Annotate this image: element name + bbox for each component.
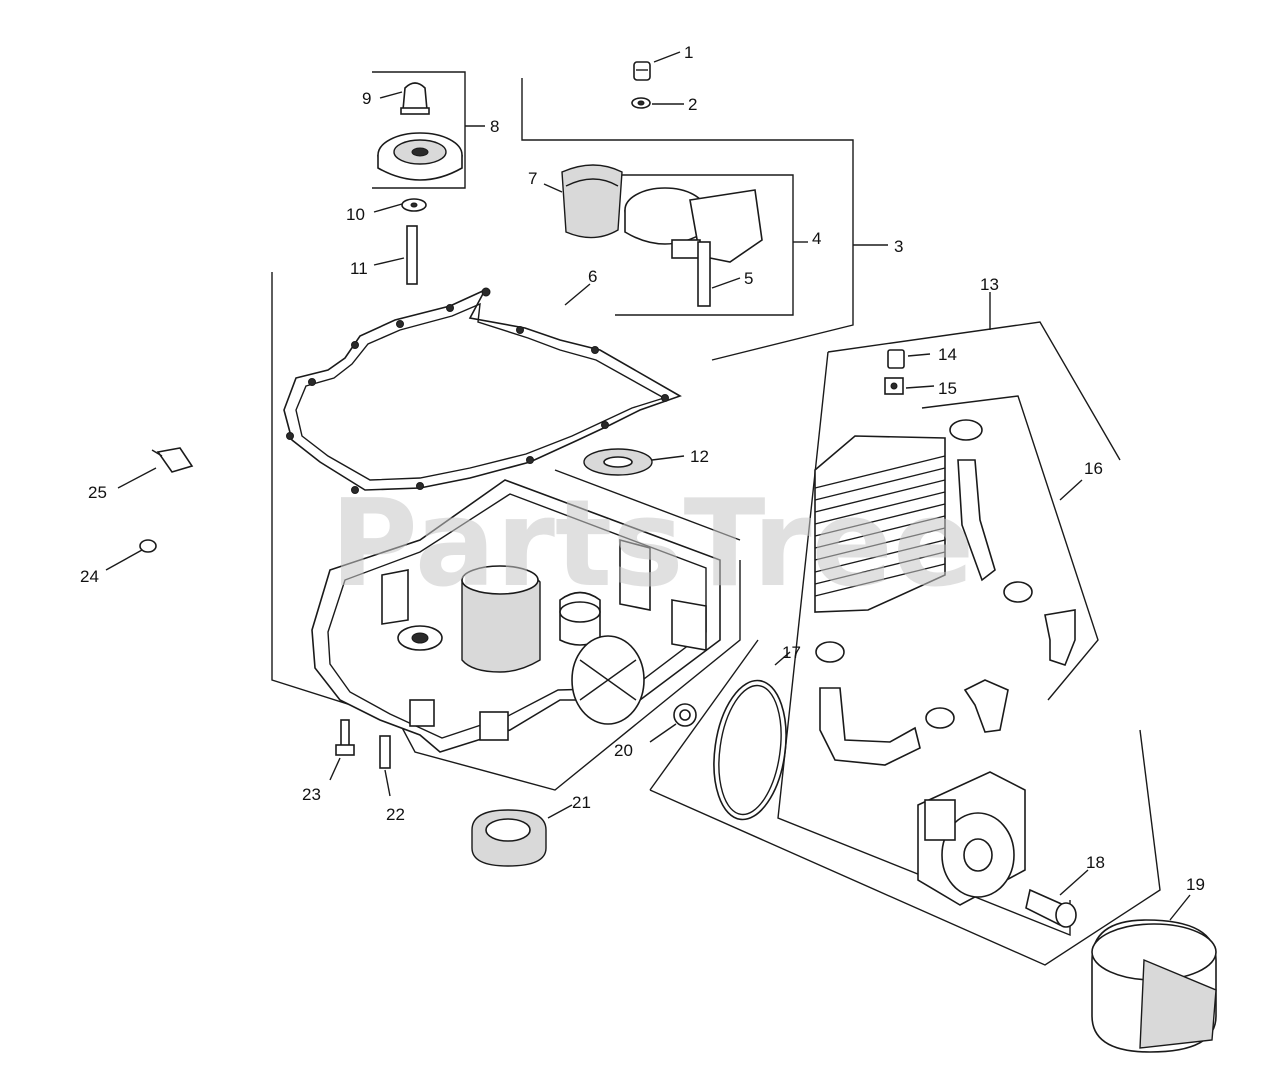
callout-18[interactable]: 18 <box>1086 853 1105 872</box>
callout-3[interactable]: 3 <box>894 237 903 256</box>
leader-lines <box>105 51 1191 921</box>
callout-4[interactable]: 4 <box>812 229 821 248</box>
gear-8[interactable] <box>377 132 463 181</box>
pin-9[interactable] <box>400 82 430 115</box>
callout-1[interactable]: 1 <box>684 43 693 62</box>
screw-14[interactable] <box>887 349 905 369</box>
callout-19[interactable]: 19 <box>1186 875 1205 894</box>
callout-14[interactable]: 14 <box>938 345 957 364</box>
callout-12[interactable]: 12 <box>690 447 709 466</box>
callout-9[interactable]: 9 <box>362 89 371 108</box>
callout-10[interactable]: 10 <box>346 205 365 224</box>
oil-pump-4[interactable] <box>624 187 763 263</box>
hose-upper[interactable] <box>949 419 996 582</box>
filter-adapter[interactable] <box>917 771 1026 906</box>
shaft-11[interactable] <box>406 225 418 285</box>
o-ring-17[interactable] <box>706 676 795 824</box>
callout-21[interactable]: 21 <box>572 793 591 812</box>
elbow-fitting-upper[interactable] <box>1044 609 1076 666</box>
oil-filter-19[interactable] <box>1091 919 1217 1053</box>
clamp-lower[interactable] <box>925 707 955 729</box>
screen-7[interactable] <box>561 164 623 239</box>
oil-cooler[interactable] <box>814 435 946 613</box>
callout-16[interactable]: 16 <box>1084 459 1103 478</box>
washer-10[interactable] <box>401 198 427 212</box>
bolt-22[interactable] <box>379 735 391 769</box>
sensor-25[interactable] <box>151 447 194 473</box>
seal-21[interactable] <box>471 809 547 867</box>
callout-6[interactable]: 6 <box>588 267 597 286</box>
grommet-20[interactable] <box>673 703 697 727</box>
oil-pan[interactable] <box>311 479 721 753</box>
callout-13[interactable]: 13 <box>980 275 999 294</box>
callout-8[interactable]: 8 <box>490 117 499 136</box>
bolt-23[interactable] <box>335 719 355 756</box>
washer-2[interactable] <box>631 97 651 109</box>
breather-screw[interactable] <box>633 61 651 81</box>
nipple-18[interactable] <box>1025 888 1077 928</box>
callout-24[interactable]: 24 <box>80 567 99 586</box>
elbow-fitting-lower[interactable] <box>963 679 1009 733</box>
hose-lower[interactable] <box>815 641 921 766</box>
callout-7[interactable]: 7 <box>528 169 537 188</box>
clamp-upper[interactable] <box>1003 581 1033 603</box>
washer-15[interactable] <box>884 377 904 395</box>
seal-12[interactable] <box>583 448 653 476</box>
callout-15[interactable]: 15 <box>938 379 957 398</box>
callout-labels: 1 2 3 4 5 6 7 8 9 10 11 12 13 14 15 16 1… <box>80 43 1205 894</box>
callout-25[interactable]: 25 <box>88 483 107 502</box>
callout-23[interactable]: 23 <box>302 785 321 804</box>
pin-5[interactable] <box>697 241 711 307</box>
callout-20[interactable]: 20 <box>614 741 633 760</box>
callout-5[interactable]: 5 <box>744 269 753 288</box>
callout-17[interactable]: 17 <box>782 643 801 662</box>
callout-11[interactable]: 11 <box>350 259 368 278</box>
callout-22[interactable]: 22 <box>386 805 405 824</box>
oil-pan-gasket[interactable] <box>283 287 682 494</box>
plug-24[interactable] <box>139 539 157 553</box>
callout-2[interactable]: 2 <box>688 95 697 114</box>
watermark: PartsTree <box>330 475 974 614</box>
